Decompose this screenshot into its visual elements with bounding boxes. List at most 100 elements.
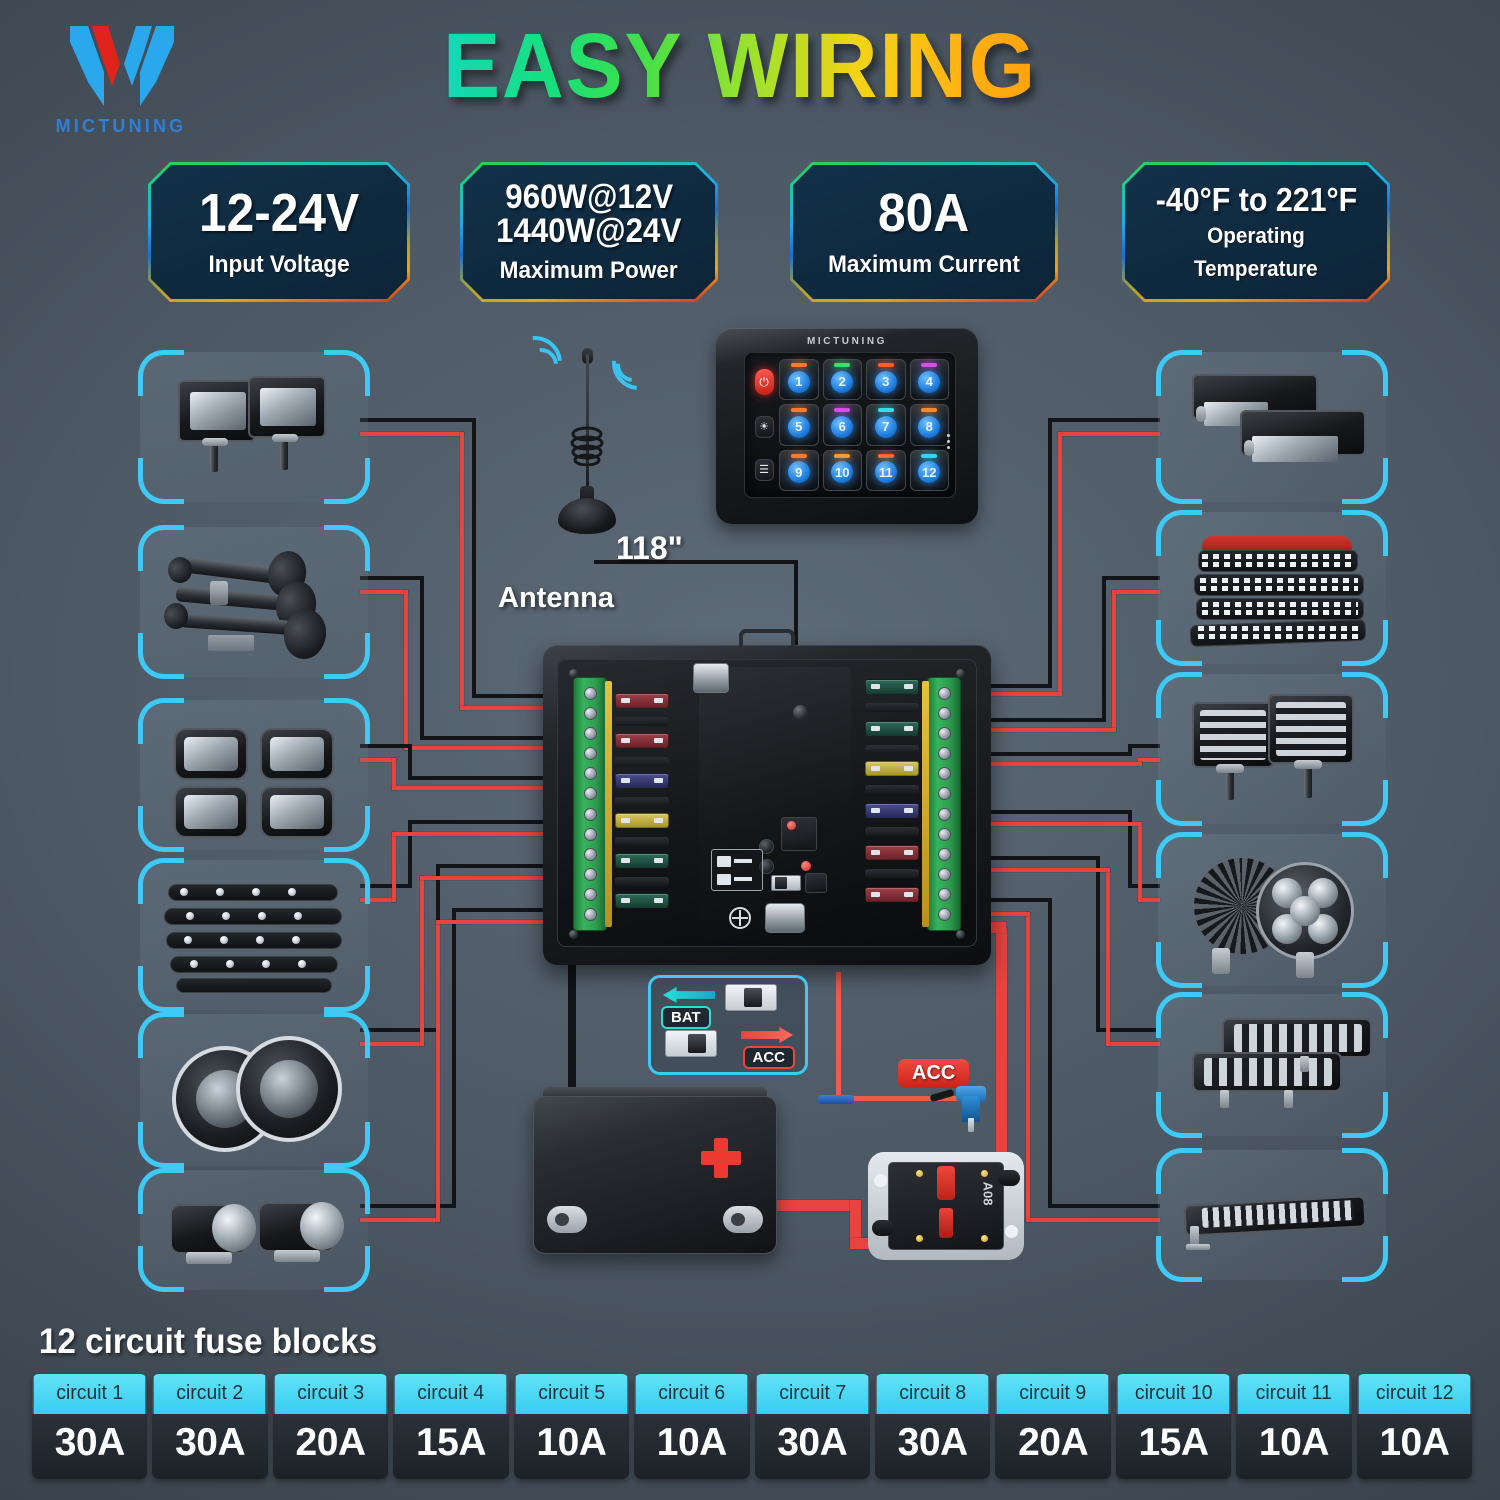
terminal-screw (583, 747, 597, 761)
spec-label-current: Maximum Current (828, 250, 1020, 278)
antenna-assembly (496, 324, 680, 630)
circuit-column-8: circuit 8 30A (874, 1374, 991, 1479)
fuse-slot-8 (865, 721, 919, 736)
brightness-button[interactable]: ☀ (754, 415, 774, 438)
single-row-light-bar-icon (1168, 1160, 1376, 1270)
switch-panel-screen: ⏻ ☀ ☰ 1 2 3 4 5 6 7 8 9 10 11 12 (744, 352, 956, 498)
device-card-halo-headlights (138, 1012, 370, 1168)
corner-bracket (138, 858, 184, 904)
terminal-strip-left (573, 677, 607, 931)
breaker-reset-button[interactable] (937, 1166, 955, 1200)
corner-bracket (1342, 992, 1388, 1038)
circuit-amp-rating: 10A (1236, 1414, 1352, 1479)
menu-button[interactable]: ☰ (754, 458, 774, 481)
switch-key-2[interactable]: 2 (822, 359, 862, 401)
fuse-slot-12 (865, 887, 919, 902)
fuse-slot-7 (865, 679, 919, 694)
device-card-dual-row-light-bars (1156, 992, 1388, 1138)
terminal-screw (583, 867, 597, 881)
corner-bracket (324, 350, 370, 396)
corner-bracket (324, 633, 370, 679)
switch-key-label: 4 (918, 370, 941, 393)
circuit-name: circuit 6 (635, 1374, 748, 1414)
ground-symbol-icon (729, 907, 751, 929)
switch-key-8[interactable]: 8 (909, 404, 949, 446)
bat-acc-mode-legend: BAT ACC (648, 975, 808, 1075)
empty-slot (865, 703, 919, 712)
battery-positive-terminal (723, 1206, 763, 1233)
switch-key-11[interactable]: 11 (866, 449, 906, 491)
fuse-slot-9 (865, 761, 919, 776)
spec-value-voltage: 12-24V (198, 182, 360, 243)
corner-bracket (1156, 1148, 1202, 1194)
circuit-amp-rating: 15A (393, 1414, 509, 1479)
mount-hole (1005, 1225, 1018, 1238)
device-card-led-strip-roll (1156, 510, 1388, 666)
terminal-screw (583, 908, 597, 922)
corner-bracket (1156, 1092, 1202, 1138)
spec-value-temperature: -40°F to 221°F (1155, 180, 1357, 218)
circuit-column-9: circuit 9 20A (995, 1374, 1111, 1479)
vehicle-battery (533, 1087, 777, 1254)
terminal-screw (583, 807, 597, 821)
switch-key-grid: 1 2 3 4 5 6 7 8 9 10 11 12 (779, 359, 949, 491)
switch-key-1[interactable]: 1 (779, 359, 819, 401)
circuit-column-7: circuit 7 30A (754, 1374, 870, 1479)
key-led-indicator (834, 363, 851, 367)
spec-label-power: Maximum Power (499, 256, 679, 284)
relay-module (781, 817, 817, 851)
key-led-indicator (834, 453, 851, 458)
breaker-rating-label: A08 (980, 1181, 996, 1206)
switch-panel-brand: MICTUNING (806, 336, 888, 347)
fuse-slot-5 (615, 853, 669, 868)
power-terminal (805, 873, 827, 893)
switch-key-7[interactable]: 7 (866, 404, 906, 446)
terminal-strip-right (927, 677, 961, 931)
terminal-screw (583, 706, 597, 720)
terminal-screw (937, 847, 951, 861)
device-card-round-driving-lights (1156, 832, 1388, 988)
circuit-amp-rating: 30A (152, 1414, 268, 1479)
switch-key-9[interactable]: 9 (779, 449, 819, 491)
fuse-block-relay-box (543, 629, 991, 965)
circuit-name: circuit 11 (1237, 1374, 1350, 1414)
switch-key-10[interactable]: 10 (822, 449, 862, 491)
switch-panel-side-controls: ⏻ ☀ ☰ (751, 359, 777, 491)
corner-bracket (1342, 832, 1388, 878)
switch-key-4[interactable]: 4 (909, 359, 949, 401)
bat-acc-toggle-switch[interactable] (771, 875, 801, 891)
switch-key-3[interactable]: 3 (866, 359, 906, 401)
empty-slot (865, 785, 919, 794)
circuit-column-4: circuit 4 15A (393, 1374, 509, 1479)
corner-bracket (1342, 1236, 1388, 1282)
corner-bracket (138, 1122, 184, 1168)
antenna-connector (693, 663, 729, 693)
key-led-indicator (877, 363, 894, 367)
switch-key-5[interactable]: 5 (779, 404, 819, 446)
positive-stud (765, 903, 805, 933)
spec-label-temperature-line2: Temperature (1194, 255, 1318, 281)
terminal-screw (937, 787, 951, 801)
terminal-screw (583, 787, 597, 801)
corner-bracket (138, 458, 184, 504)
switch-key-label: 12 (918, 461, 941, 484)
switch-panel[interactable]: MICTUNING ⏻ ☀ ☰ 1 2 3 4 5 6 7 8 9 10 11 … (716, 328, 978, 524)
circuit-name: circuit 10 (1117, 1374, 1230, 1414)
terminal-screw (583, 767, 597, 781)
breaker-input-post (872, 1220, 894, 1236)
breaker-screw (916, 1235, 923, 1242)
power-button[interactable]: ⏻ (754, 369, 774, 396)
key-led-indicator (921, 453, 938, 458)
corner-bracket (1156, 780, 1202, 826)
corner-bracket (138, 698, 184, 744)
fuse-tap-pin (968, 1118, 974, 1132)
switch-key-label: 9 (787, 461, 810, 484)
corner-bracket (324, 698, 370, 744)
switch-key-12[interactable]: 12 (909, 449, 949, 491)
spec-label-temperature-line1: Operating (1207, 222, 1305, 248)
spec-value-power-12v: 960W@12V (505, 177, 673, 216)
page-title: EASY WIRING (415, 18, 1066, 115)
status-dots-icon (947, 433, 950, 449)
key-led-indicator (790, 453, 807, 458)
switch-key-6[interactable]: 6 (822, 404, 862, 446)
